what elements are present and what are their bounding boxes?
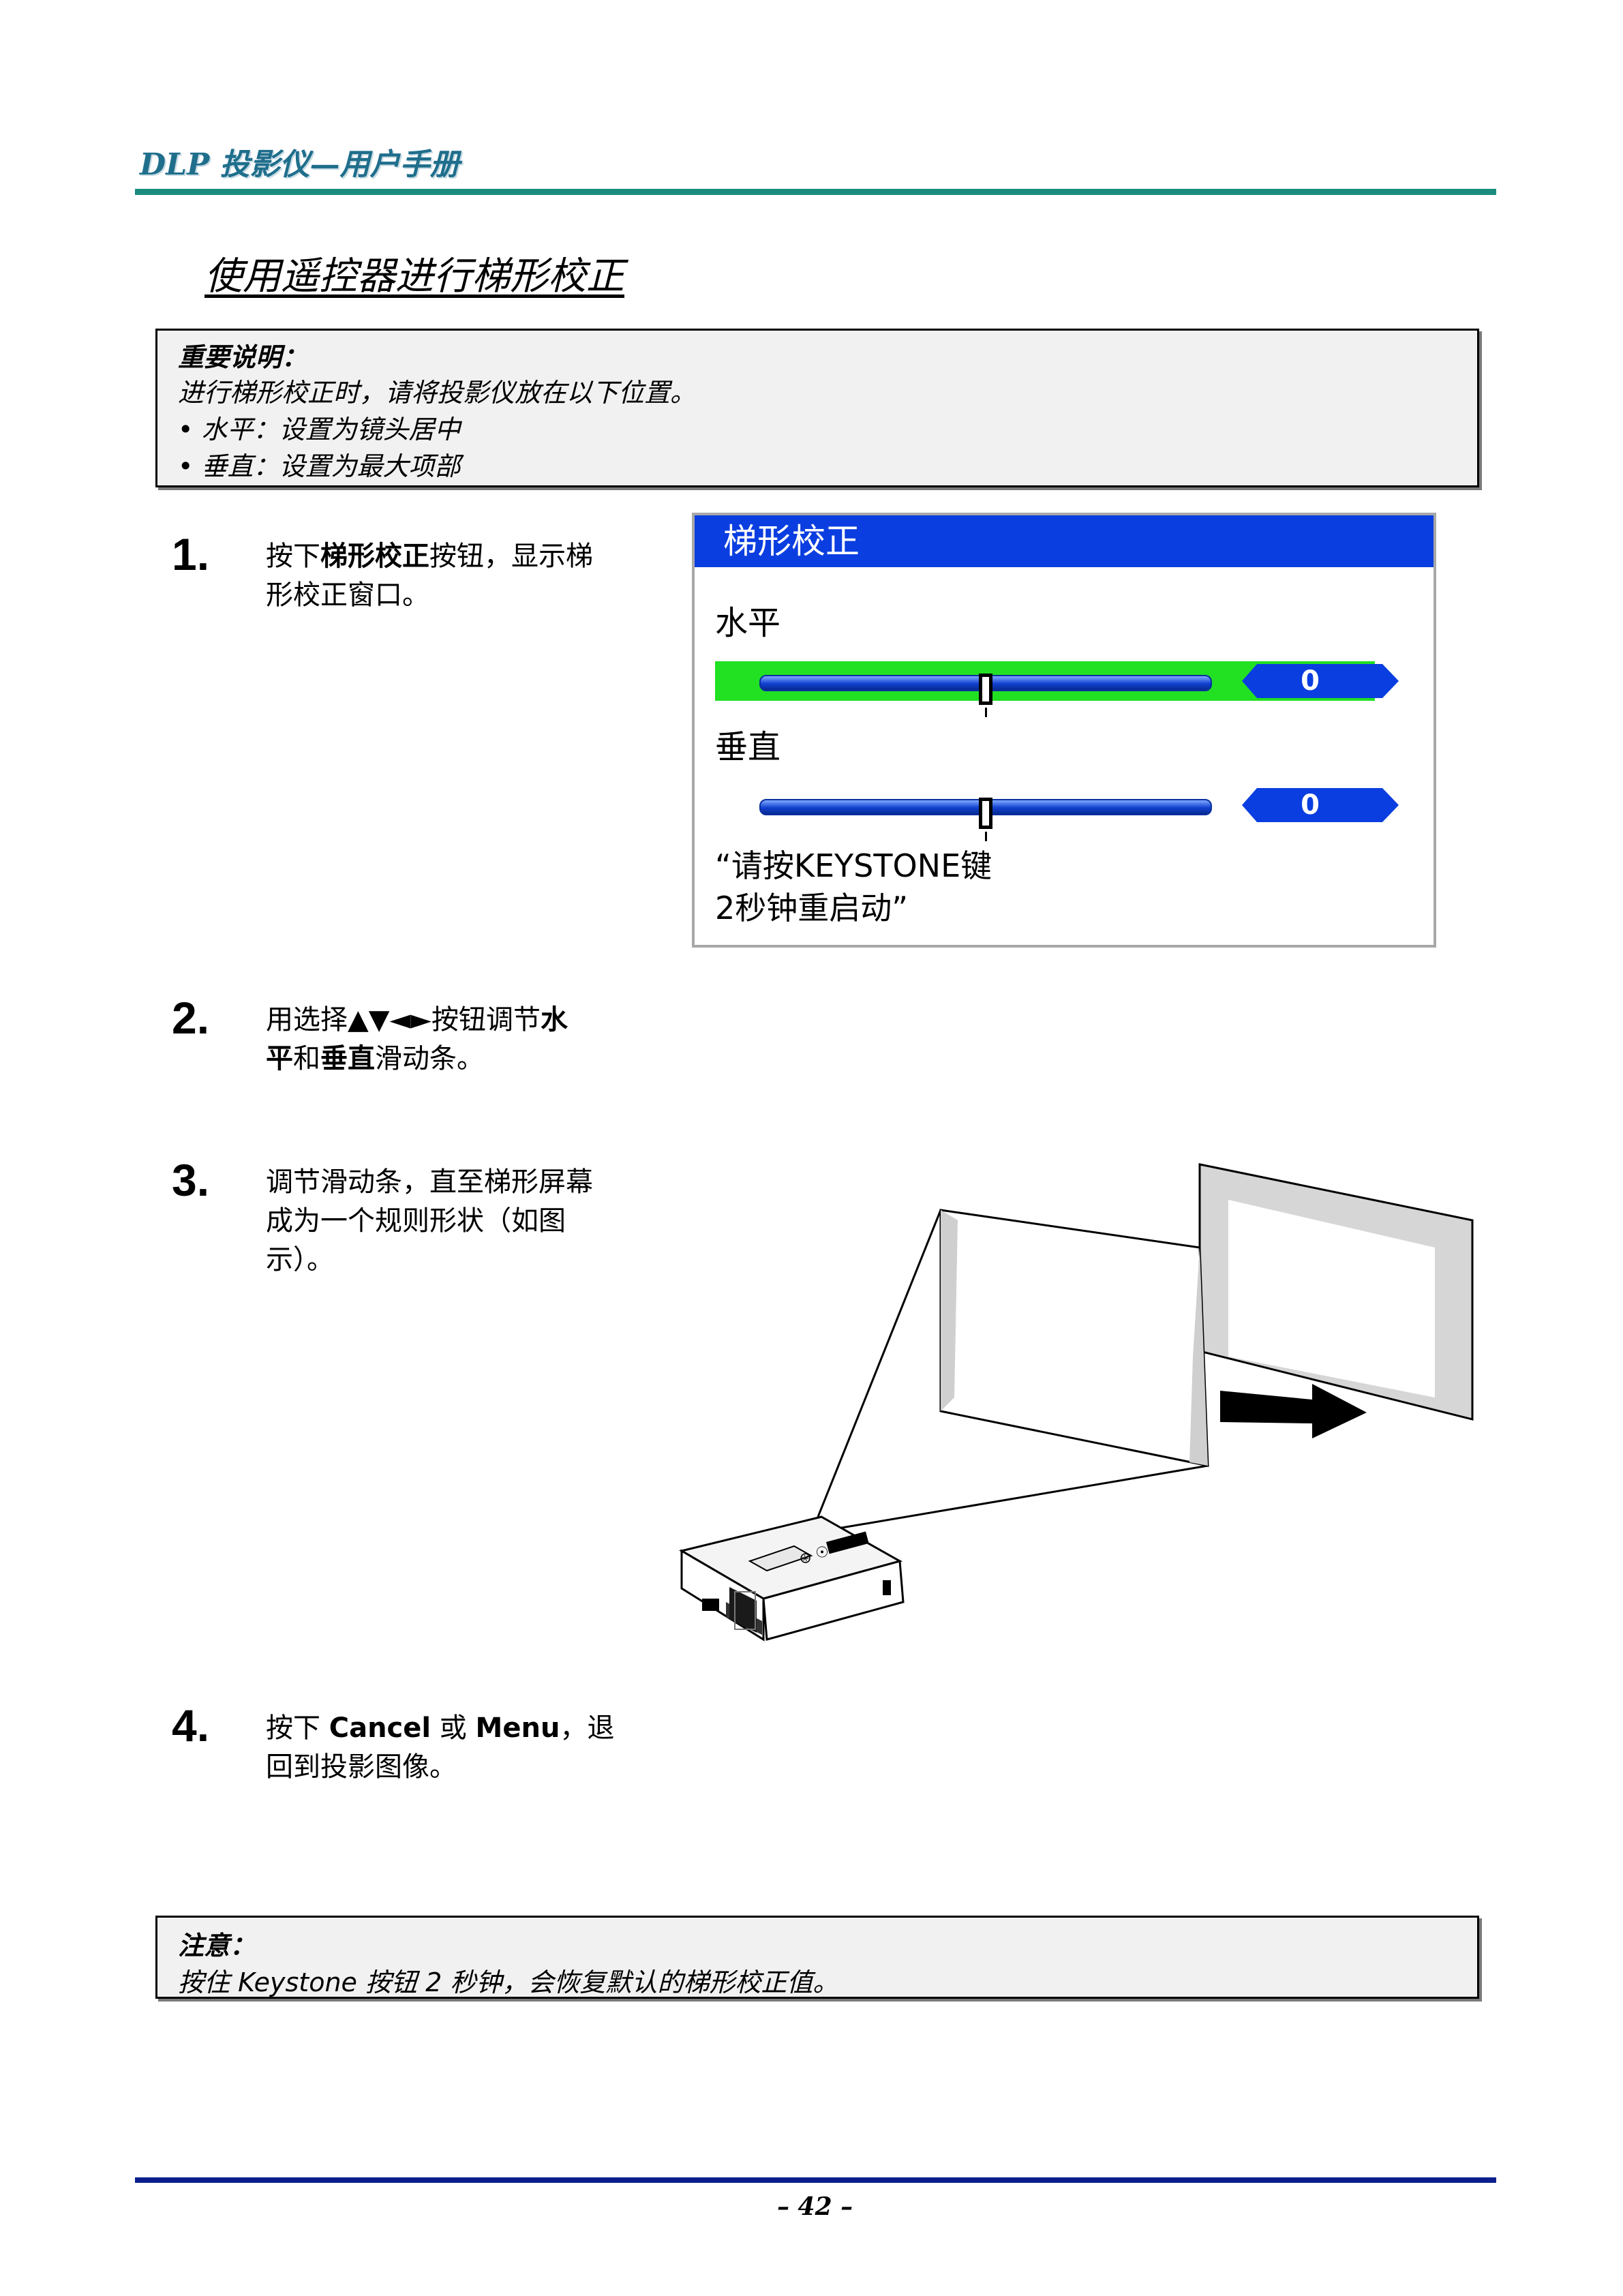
slider-center-tick	[985, 708, 987, 717]
document-header-title: DLP 投影仪—用户手册	[140, 147, 460, 182]
step-number: 1.	[172, 529, 210, 579]
vertical-slider-knob[interactable]	[979, 798, 992, 829]
keystone-button-name: 梯形校正	[320, 541, 429, 572]
header-divider	[135, 189, 1496, 195]
note-heading: 注意：	[178, 1931, 256, 1961]
arrow-right-icon	[1220, 1384, 1367, 1438]
important-note-line: • 垂直：设置为最大项部	[178, 451, 461, 481]
osd-message-line: 2秒钟重启动”	[715, 890, 909, 926]
vertical-label: 垂直	[715, 728, 781, 766]
horizontal-slider-track[interactable]	[759, 674, 1212, 717]
footer-divider	[135, 2177, 1496, 2183]
keystone-osd-window: 梯形校正 水平 0 垂直 0 “请按KEYSTONE键 2秒钟重启动”	[692, 513, 1436, 948]
important-note-line: • 水平：设置为镜头居中	[178, 414, 461, 444]
step-2-text: 用选择▲▼◄►按钮调节水 平和垂直滑动条。	[266, 1004, 568, 1074]
value-badge-shape	[1242, 664, 1399, 698]
slider-center-tick	[985, 832, 987, 841]
horizontal-slider-knob[interactable]	[979, 674, 992, 705]
projector-image: ⊛ ☉	[679, 1515, 905, 1642]
vertical-slider-track[interactable]	[759, 798, 1212, 841]
step-number: 3.	[172, 1155, 210, 1205]
osd-message-line: “请按KEYSTONE键	[715, 847, 992, 884]
vertical-value: 0	[1301, 789, 1320, 821]
corrected-screen	[1198, 1163, 1474, 1421]
important-note-box: 重要说明： 进行梯形校正时，请将投影仪放在以下位置。 • 水平：设置为镜头居中 …	[155, 329, 1479, 487]
section-title: 使用遥控器进行梯形校正	[204, 254, 624, 299]
important-note-heading: 重要说明：	[178, 342, 308, 372]
horizontal-slider-row[interactable]: 0	[715, 661, 1399, 717]
note-box: 注意： 按住 Keystone 按钮 2 秒钟，会恢复默认的梯形校正值。	[155, 1916, 1479, 1999]
horizontal-label: 水平	[715, 604, 781, 642]
osd-title: 梯形校正	[695, 515, 1434, 567]
page-number: – 42 –	[777, 2192, 853, 2221]
vertical-slider-row[interactable]: 0	[715, 785, 1399, 841]
keystone-correction-illustration: ⊛ ☉	[679, 1163, 1474, 1642]
step-number: 4.	[172, 1700, 210, 1751]
step-1-text: 按下梯形校正按钮，显示梯 形校正窗口。	[266, 541, 593, 611]
step-3-text: 调节滑动条，直至梯形屏幕 成为一个规则形状（如图 示）。	[266, 1166, 593, 1275]
value-badge-shape	[1242, 788, 1399, 822]
menu-button-name: Menu	[475, 1712, 560, 1744]
distorted-screen	[939, 1209, 1209, 1467]
step-4-text: 按下 Cancel 或 Menu，退 回到投影图像。	[266, 1712, 615, 1783]
note-text: 按住 Keystone 按钮 2 秒钟，会恢复默认的梯形校正值。	[178, 1967, 839, 1997]
important-note-line: 进行梯形校正时，请将投影仪放在以下位置。	[178, 378, 697, 408]
step-number: 2.	[172, 993, 210, 1043]
horizontal-value: 0	[1301, 665, 1320, 697]
cancel-button-name: Cancel	[329, 1712, 431, 1744]
